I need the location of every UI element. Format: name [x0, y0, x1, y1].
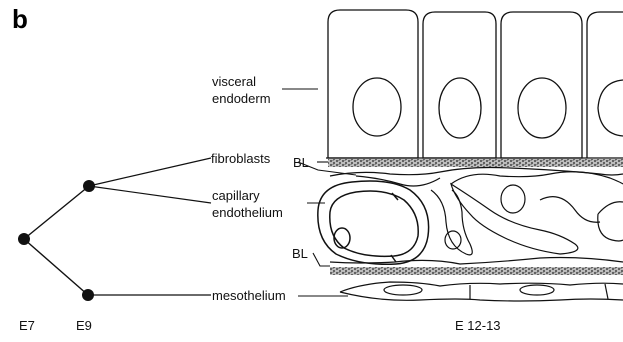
- basement-membrane-lower: [330, 267, 623, 275]
- label-capillary: capillary: [212, 188, 260, 203]
- node-e9-upper: [83, 180, 95, 192]
- mesenchyme-layer: [330, 168, 623, 265]
- endoderm-nucleus: [518, 78, 566, 138]
- label-fibroblasts: fibroblasts: [211, 151, 270, 166]
- basement-membrane-upper: [328, 159, 623, 167]
- node-e7: [18, 233, 30, 245]
- stage-e9: E9: [76, 318, 92, 333]
- visceral-endoderm-cells: [326, 10, 623, 158]
- node-e9-lower: [82, 289, 94, 301]
- label-bl-top: BL: [293, 155, 309, 170]
- capillary: [318, 181, 429, 264]
- mesothelium-layer: [340, 282, 623, 301]
- lineage-tree: [18, 158, 211, 301]
- label-visceral: visceral: [212, 74, 256, 89]
- endoderm-nucleus: [353, 78, 401, 136]
- label-endoderm: endoderm: [212, 91, 271, 106]
- label-mesothelium: mesothelium: [212, 288, 286, 303]
- stage-e12-13: E 12-13: [455, 318, 501, 333]
- label-endothelium: endothelium: [212, 205, 283, 220]
- label-bl-bottom: BL: [292, 246, 308, 261]
- stage-e7: E7: [19, 318, 35, 333]
- endoderm-nucleus: [439, 78, 481, 138]
- panel-label: b: [12, 4, 28, 35]
